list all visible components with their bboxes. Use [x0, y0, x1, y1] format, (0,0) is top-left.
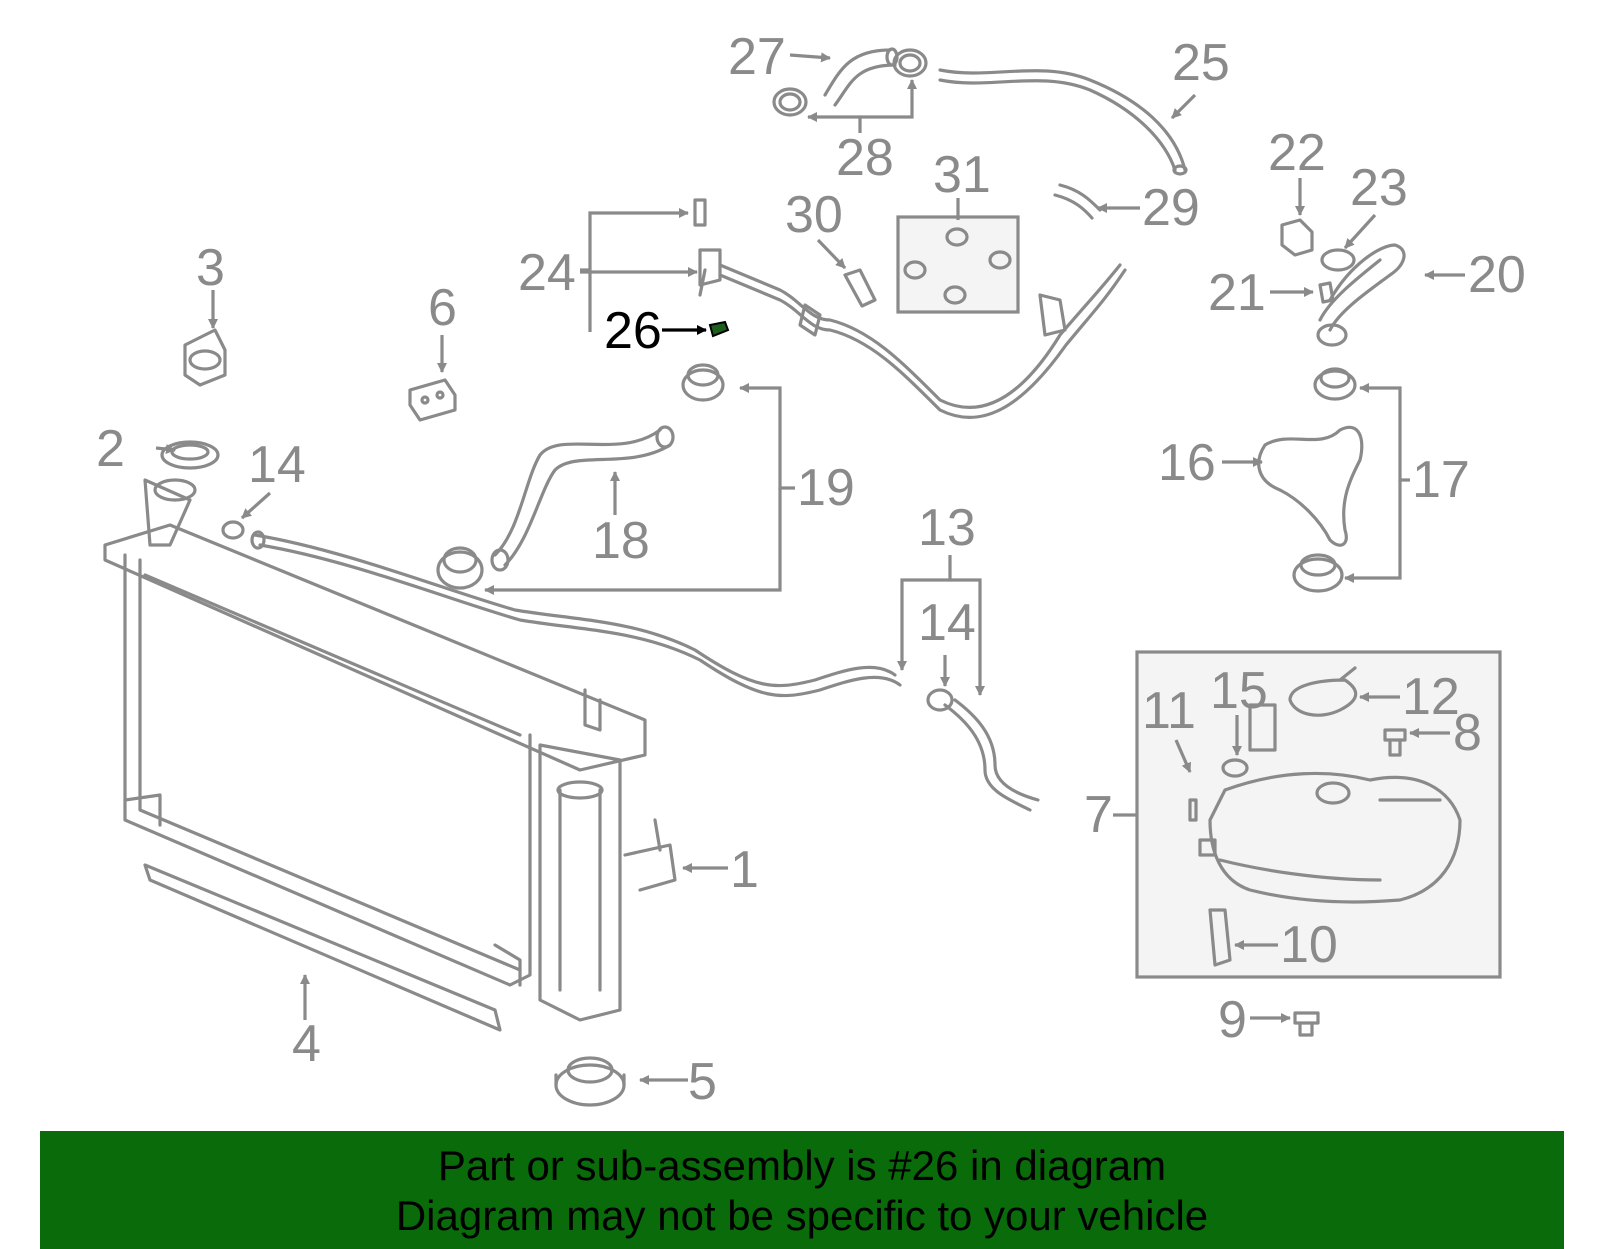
callout-29: 29: [1142, 179, 1200, 237]
callout-11: 11: [1142, 682, 1196, 740]
hose-20: [1316, 243, 1406, 347]
callout-20: 20: [1468, 246, 1526, 304]
cap-22: [1280, 218, 1314, 257]
cap-12: [1288, 666, 1358, 717]
callout-23: 23: [1350, 159, 1408, 217]
callout-27: 27: [728, 28, 786, 86]
hose-clamp-14a: [221, 520, 245, 540]
callout-1: 1: [730, 841, 759, 899]
callout-labels: 1 2 3 4 5 6 7 8 9 10 11 12 13 14 14 15 1…: [96, 28, 1526, 1111]
heater-pipe: [693, 198, 1127, 419]
clamp-kit-box: [896, 215, 1020, 314]
callout-25: 25: [1172, 34, 1230, 92]
sensor-11: [1188, 798, 1198, 822]
callout-14-upper: 14: [248, 436, 306, 494]
bolt-9: [1293, 1011, 1320, 1037]
bracket-10: [1208, 908, 1232, 967]
fitting-21: [1318, 281, 1335, 304]
hose-clamp-28a: [772, 87, 808, 117]
callout-13: 13: [918, 499, 976, 557]
heater-hose: [938, 68, 1188, 176]
callout-5: 5: [688, 1053, 717, 1111]
leader-lines: [155, 52, 1465, 1085]
bypass-hose: [823, 47, 899, 107]
callout-31: 31: [933, 146, 991, 204]
overflow-hose: [250, 530, 1040, 812]
plug-30: [843, 268, 877, 308]
hose-29: [1053, 183, 1102, 220]
callout-16: 16: [1158, 434, 1216, 492]
pad: [408, 378, 457, 422]
callout-22: 22: [1268, 124, 1326, 182]
bolt-8: [1383, 728, 1407, 757]
callout-14-lower: 14: [918, 594, 976, 652]
callout-18: 18: [592, 512, 650, 570]
callout-3: 3: [196, 239, 225, 297]
radiator: [103, 478, 677, 1022]
hose-clamp-17a: [1313, 367, 1357, 401]
callout-28: 28: [836, 129, 894, 187]
callout-24: 24: [518, 244, 576, 302]
callout-12: 12: [1402, 668, 1460, 726]
callout-4: 4: [292, 1015, 321, 1073]
seal-strip: [143, 863, 502, 1032]
insulator: [554, 1056, 626, 1107]
bracket: [183, 328, 227, 387]
hose-clamp-14b: [926, 688, 954, 712]
label-15: [1221, 703, 1277, 778]
callout-2: 2: [96, 420, 125, 478]
callout-8: 8: [1453, 704, 1482, 762]
callout-19: 19: [797, 459, 855, 517]
callout-17: 17: [1412, 451, 1470, 509]
info-banner: Part or sub-assembly is #26 in diagram D…: [40, 1131, 1564, 1249]
callout-6: 6: [428, 279, 457, 337]
hose-16: [1257, 425, 1364, 547]
callout-15: 15: [1210, 662, 1268, 720]
hose-clamp-19a: [681, 363, 725, 402]
clamp-23: [1320, 248, 1356, 272]
lower-hose: [490, 425, 675, 572]
callout-7: 7: [1084, 786, 1113, 844]
callout-30: 30: [785, 186, 843, 244]
banner-line-disclaimer: Diagram may not be specific to your vehi…: [395, 1192, 1209, 1239]
hose-clamp-19b: [436, 546, 484, 590]
callout-10: 10: [1280, 916, 1338, 974]
hose-clamp-17b: [1292, 553, 1344, 593]
banner-line-part: Part or sub-assembly is #26 in diagram: [437, 1142, 1167, 1189]
callout-26: 26: [604, 302, 662, 360]
connector-26: [708, 320, 730, 338]
radiator-cap: [160, 440, 220, 470]
callout-9: 9: [1218, 991, 1247, 1049]
callout-21: 21: [1208, 264, 1266, 322]
hose-clamp-28b: [892, 48, 928, 78]
